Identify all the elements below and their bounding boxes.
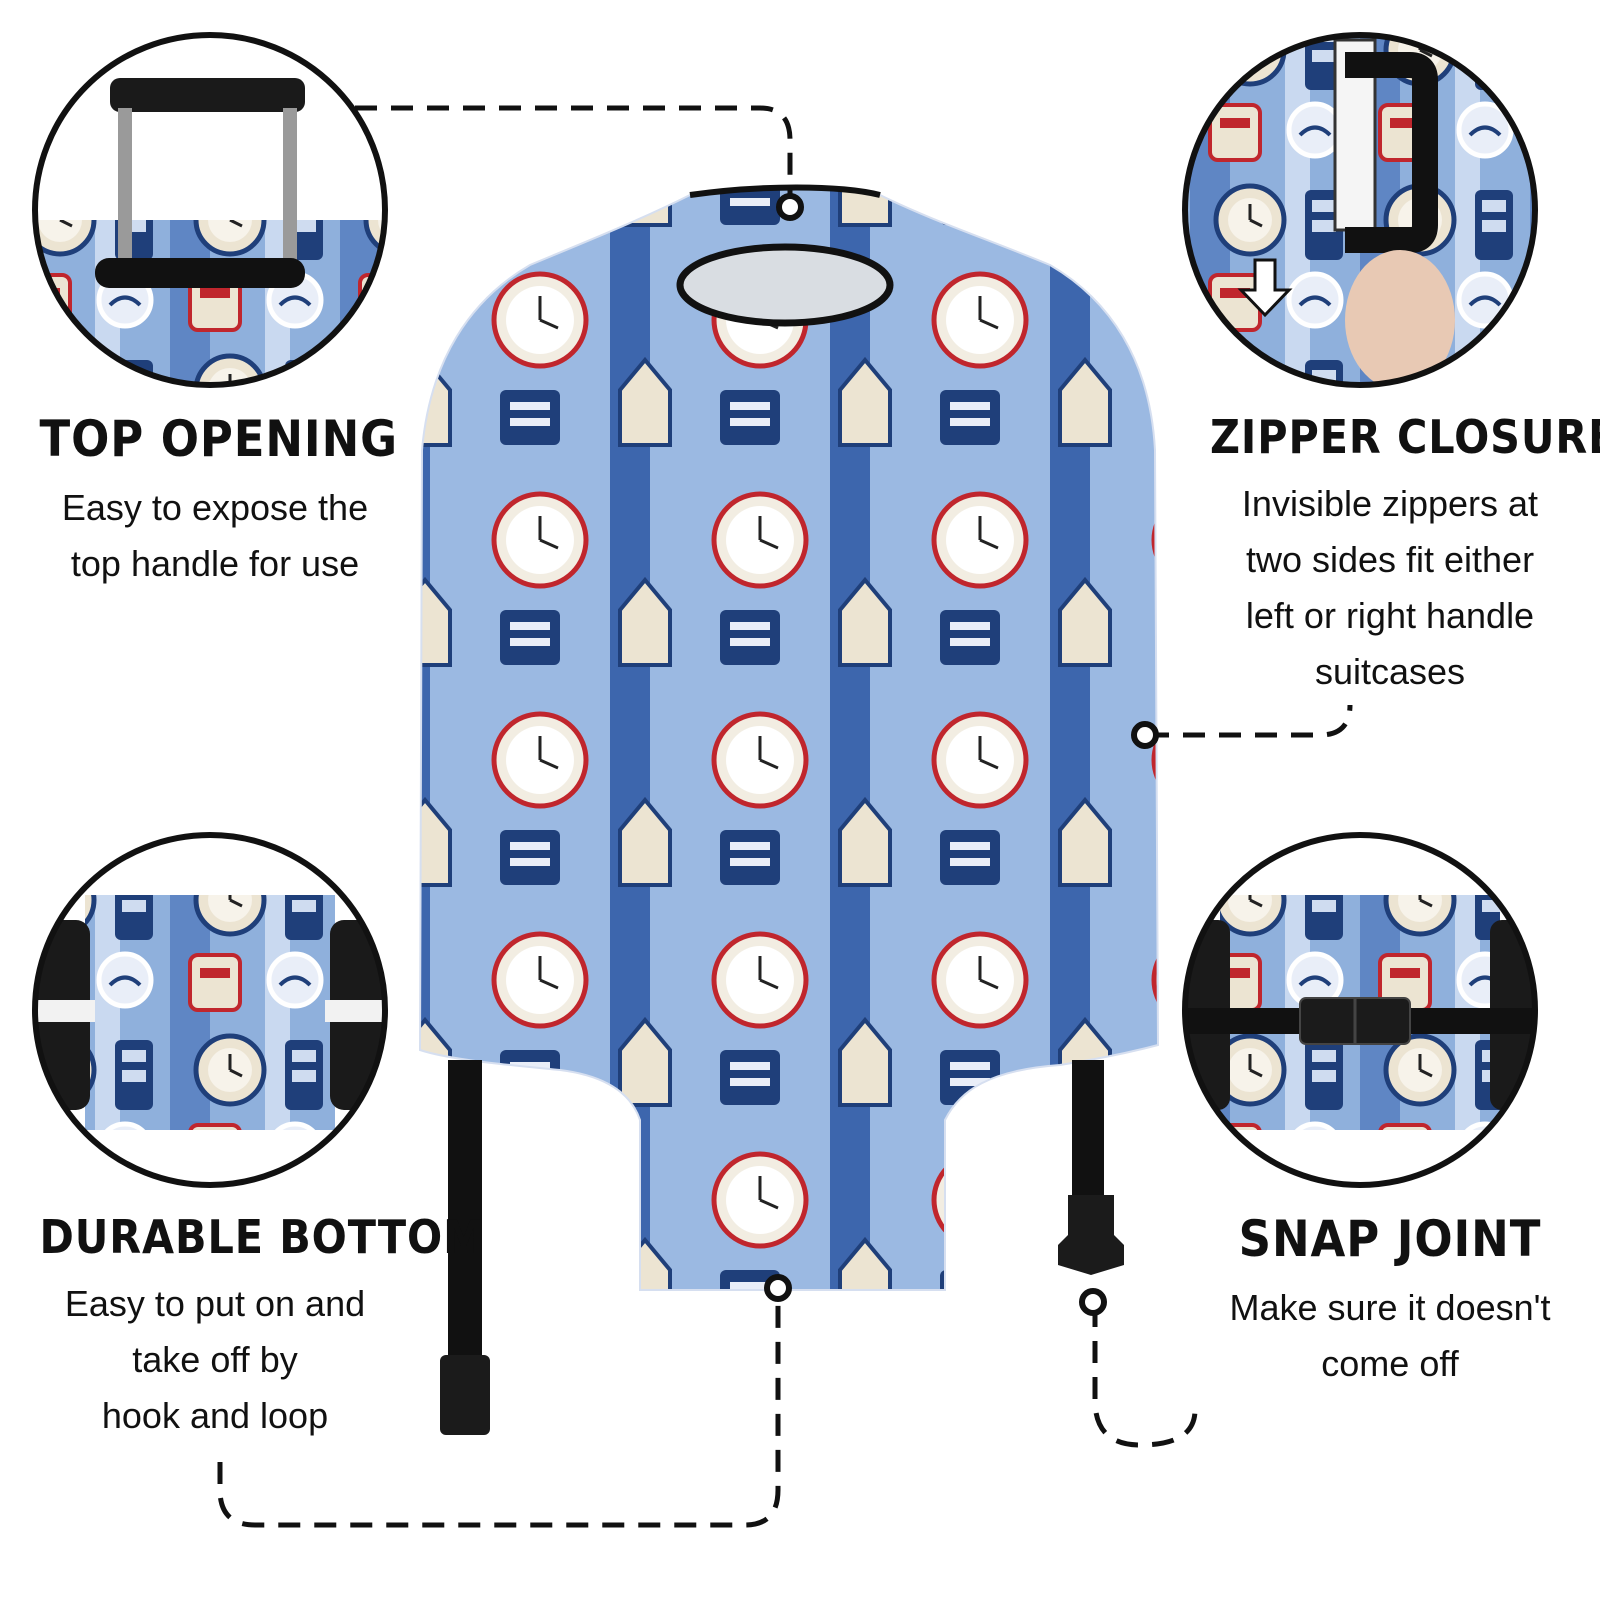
luggage-cover: [418, 184, 1160, 1291]
feature-description: Easy to put on and take off by hook and …: [20, 1276, 410, 1444]
feature-description-line: Easy to put on and: [64, 1283, 366, 1324]
wheels-bottom-closeup-icon: [32, 832, 388, 1188]
feature-top-opening: TOP OPENING Easy to expose the top handl…: [20, 410, 410, 592]
feature-description-line: two sides fit either: [1245, 539, 1535, 580]
feature-description-line: Make sure it doesn't: [1229, 1287, 1551, 1328]
trolley-handle-closeup-icon: [32, 32, 388, 388]
buckle-strap-closeup-icon: [1182, 832, 1538, 1188]
feature-description-line: suitcases: [1314, 651, 1466, 692]
feature-description: Easy to expose the top handle for use: [20, 480, 410, 592]
side-handle-zipper-closeup-icon: [1182, 32, 1538, 388]
feature-title: DURABLE BOTTOM: [39, 1210, 486, 1264]
feature-description-line: top handle for use: [70, 543, 360, 584]
feature-title: SNAP JOINT: [1238, 1210, 1542, 1268]
feature-title: TOP OPENING: [39, 410, 398, 468]
feature-description-line: left or right handle: [1245, 595, 1535, 636]
feature-snap-joint: SNAP JOINT Make sure it doesn't come off: [1190, 1210, 1590, 1392]
feature-description-line: come off: [1321, 1343, 1459, 1384]
feature-title: ZIPPER CLOSURE: [1210, 410, 1600, 464]
connector-lines: [217, 105, 1353, 1528]
feature-durable-bottom: DURABLE BOTTOM Easy to put on and take o…: [20, 1210, 486, 1444]
right-strap: [1058, 1060, 1124, 1275]
feature-description: Make sure it doesn't come off: [1190, 1280, 1590, 1392]
left-strap: [440, 1060, 490, 1435]
feature-description-line: Invisible zippers at: [1241, 483, 1539, 524]
feature-description-line: hook and loop: [101, 1395, 329, 1436]
feature-description: Invisible zippers at two sides fit eithe…: [1190, 476, 1590, 700]
feature-description-line: Easy to expose the: [61, 487, 369, 528]
feature-zipper-closure: ZIPPER CLOSURE Invisible zippers at two …: [1190, 410, 1600, 700]
connector-dots: [764, 193, 1159, 1316]
top-opening-hole: [676, 243, 894, 327]
feature-description-line: take off by: [132, 1339, 298, 1380]
